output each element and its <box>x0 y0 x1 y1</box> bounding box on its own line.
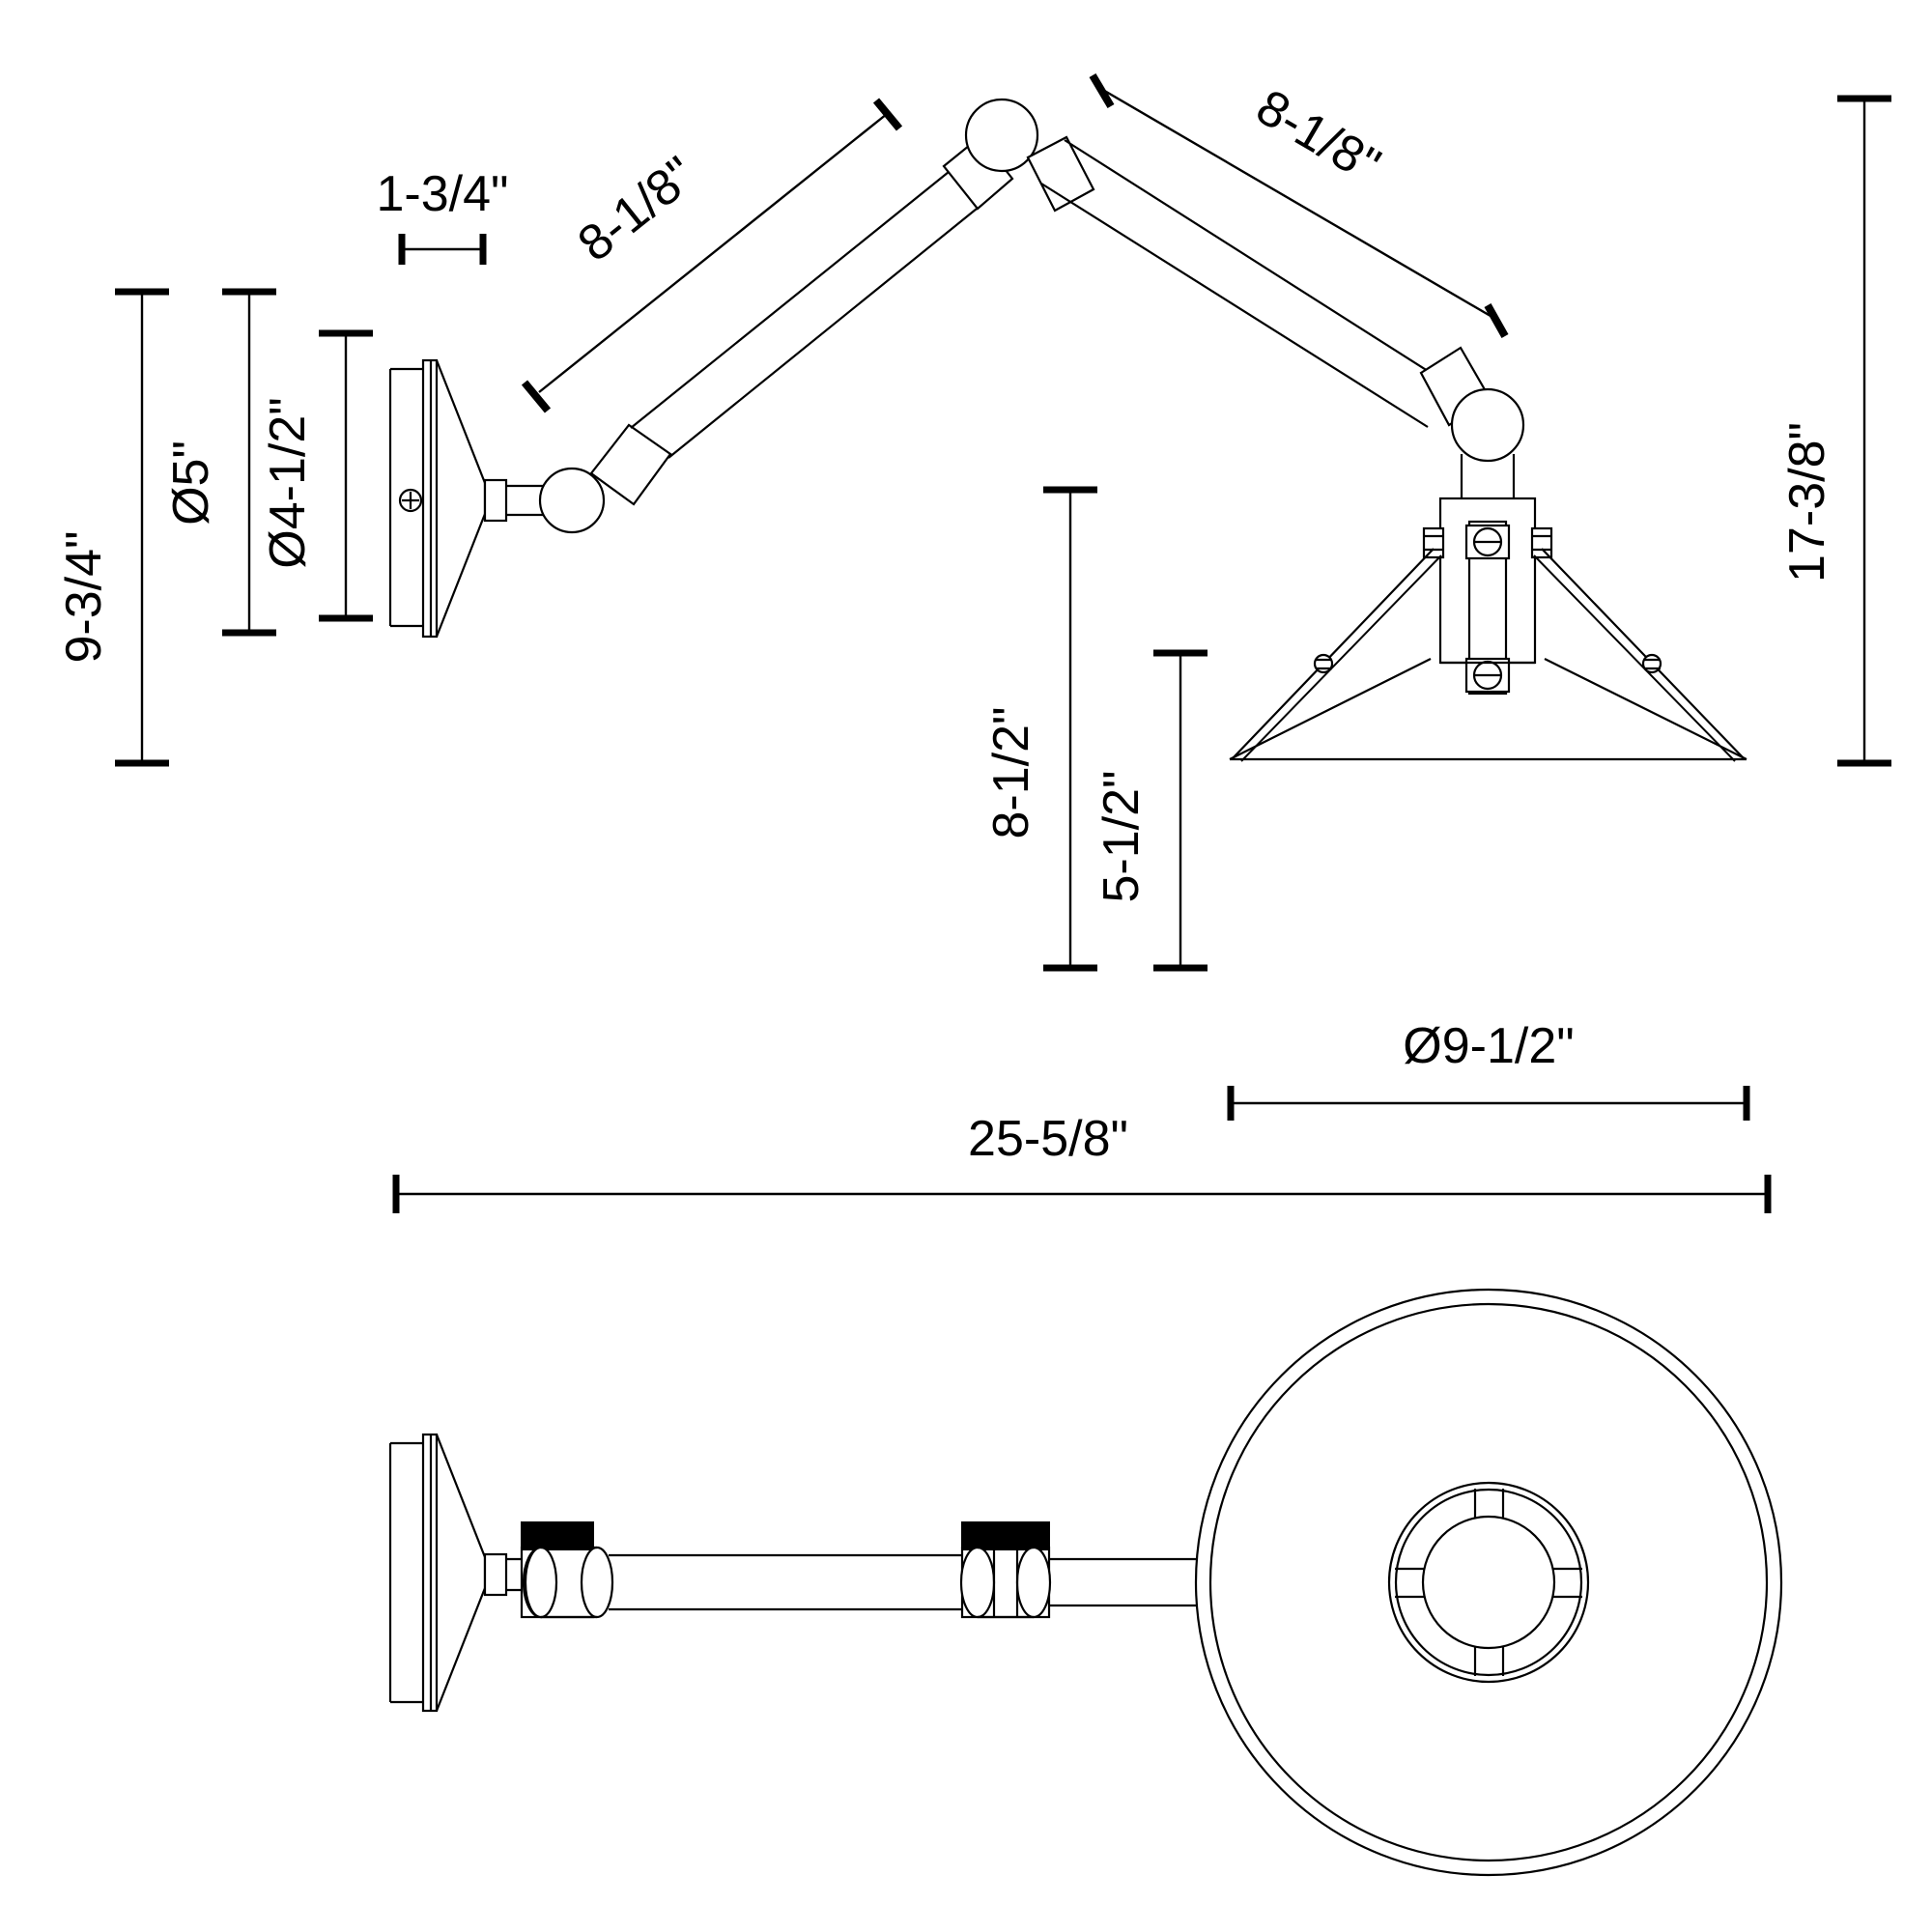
dim-label-lower-arm-length: 8-1/8" <box>568 146 706 272</box>
plan-view <box>388 1288 1783 1877</box>
dim-upper-arm-length <box>1089 72 1509 338</box>
dim-label-backplate-inner-diameter: Ø4-1/2" <box>260 397 316 568</box>
wall-backplate <box>388 358 553 639</box>
lower-ball-joint <box>538 423 672 534</box>
plan-lower-arm-tube <box>609 1553 981 1611</box>
cone-shade <box>1229 548 1747 762</box>
plan-shade-circle <box>1194 1288 1783 1877</box>
dim-label-backplate-depth: 1-3/4" <box>377 166 509 222</box>
plan-lower-joint <box>506 1521 614 1619</box>
dim-total-extension <box>392 1175 1772 1213</box>
dim-backplate-diameter <box>222 288 276 637</box>
lower-arm-tube <box>630 135 1014 459</box>
dim-label-shade-height: 5-1/2" <box>1094 771 1150 903</box>
dim-backplate-depth <box>398 234 487 265</box>
upper-arm-tube <box>1040 139 1492 428</box>
dim-label-shade-diameter: Ø9-1/2" <box>1403 1018 1574 1074</box>
dim-shade-height <box>1153 649 1208 972</box>
dim-backplate-inner-diameter <box>319 329 373 622</box>
side-elevation-view <box>388 98 1747 762</box>
elbow-ball-joint <box>964 98 1095 213</box>
dim-label-total-extension: 25-5/8" <box>968 1111 1128 1167</box>
dim-label-overall-height: 9-3/4" <box>56 531 112 664</box>
shade-pivot-ball-joint <box>1450 387 1525 498</box>
dim-lower-arm-length <box>521 98 903 413</box>
dim-overall-height <box>115 288 169 767</box>
plan-wall-backplate <box>388 1433 508 1713</box>
shade-mount-bracket <box>1422 497 1553 696</box>
dim-label-upper-arm-length: 8-1/8" <box>1247 79 1390 194</box>
dim-label-backplate-diameter: Ø5" <box>163 440 219 526</box>
dim-shade-diameter <box>1227 1086 1750 1121</box>
dim-total-height-right <box>1837 95 1891 767</box>
dim-label-total-height-right: 17-3/8" <box>1779 422 1835 582</box>
dim-shade-drop <box>1043 486 1097 972</box>
dim-label-shade-drop: 8-1/2" <box>983 707 1039 839</box>
plan-elbow-joint <box>959 1521 1052 1619</box>
